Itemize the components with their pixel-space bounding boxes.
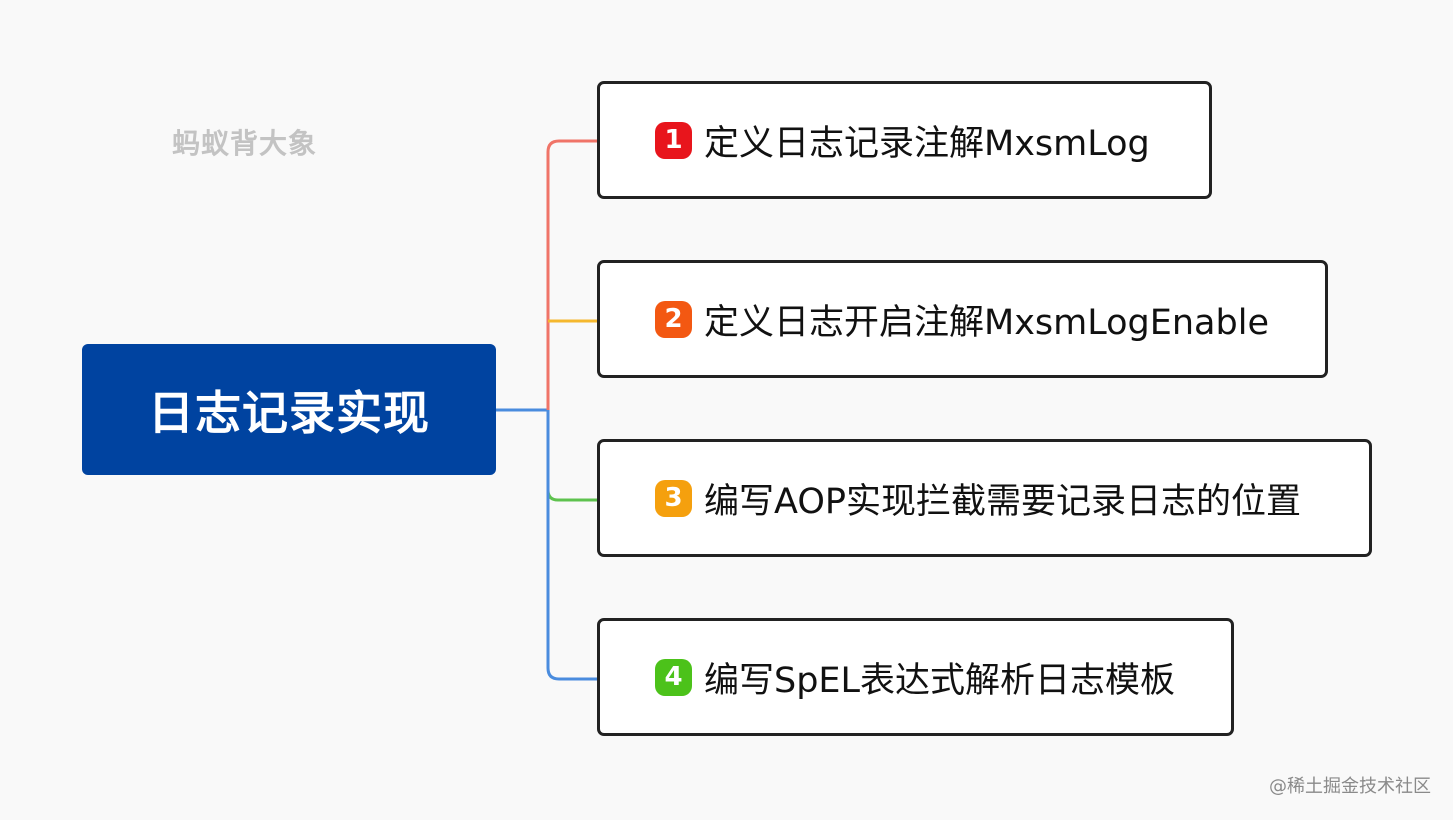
priority-4-icon: 4 (655, 658, 692, 696)
branch-1-connector (546, 139, 597, 410)
priority-1-icon: 1 (655, 121, 692, 159)
subtopic-4-label: 编写SpEL表达式解析日志模板 (704, 660, 1176, 701)
subtopic-3[interactable]: 3 编写AOP实现拦截需要记录日志的位置 (597, 439, 1372, 557)
branch-4-connector (546, 410, 597, 681)
branch-3-connector (546, 410, 597, 502)
subtopic-2-label: 定义日志开启注解MxsmLogEnable (704, 302, 1269, 343)
root-topic-label: 日志记录实现 (148, 385, 430, 440)
watermark-top: 蚂蚁背大象 (172, 127, 318, 160)
subtopic-3-label: 编写AOP实现拦截需要记录日志的位置 (704, 481, 1301, 522)
priority-2-icon: 2 (655, 300, 692, 338)
watermark-bottom: @稀土掘金技术社区 (1269, 776, 1431, 797)
subtopic-2[interactable]: 2 定义日志开启注解MxsmLogEnable (597, 260, 1328, 378)
root-topic[interactable]: 日志记录实现 (82, 344, 496, 475)
priority-3-icon: 3 (655, 479, 692, 517)
subtopic-1[interactable]: 1 定义日志记录注解MxsmLog (597, 81, 1212, 199)
subtopic-1-label: 定义日志记录注解MxsmLog (704, 123, 1150, 164)
subtopic-4[interactable]: 4 编写SpEL表达式解析日志模板 (597, 618, 1234, 736)
